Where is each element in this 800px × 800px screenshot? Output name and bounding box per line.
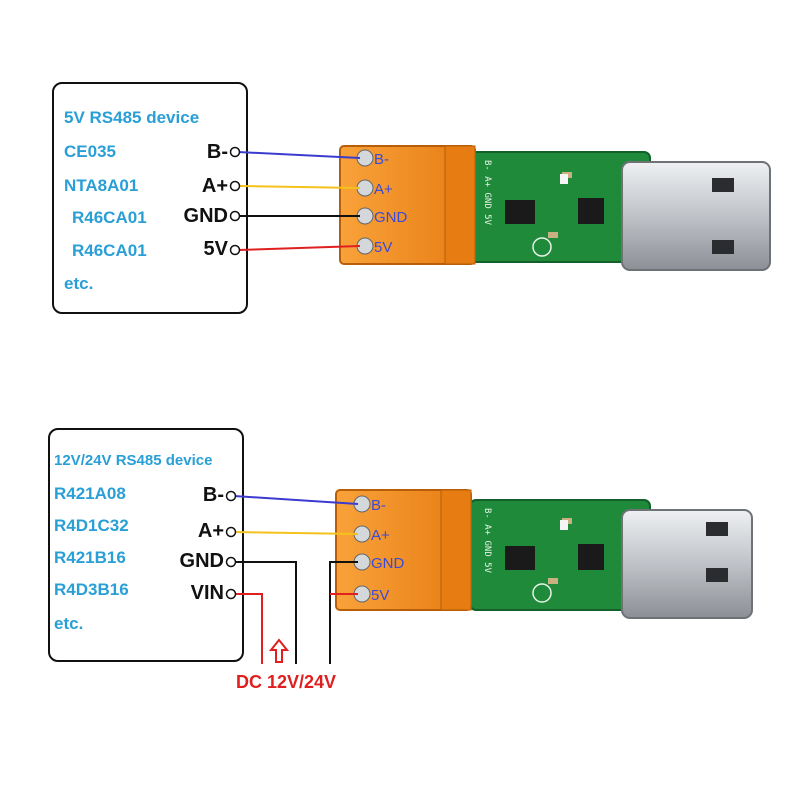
device-model-3: R46CA01	[72, 208, 147, 227]
device-model-2: NTA8A01	[64, 176, 139, 195]
device-box-top: 5V RS485 device CE035 NTA8A01 R46CA01 R4…	[52, 82, 248, 314]
device-model-2: R4D1C32	[54, 516, 129, 535]
pin-label-b-minus: B-	[202, 484, 224, 506]
wires-bottom	[225, 490, 359, 664]
terminal-label-gnd: GND	[374, 209, 408, 226]
device-etc: etc.	[64, 274, 94, 293]
led	[560, 174, 568, 184]
device-model-3: R421B16	[54, 548, 126, 567]
wire-gnd-terminal	[329, 561, 358, 664]
pin-label-a-plus: A+	[201, 175, 228, 197]
power-supply-label: DC 12V/24V	[236, 672, 337, 692]
logo-mark	[532, 237, 552, 257]
device-model-4: R46CA01	[72, 241, 147, 260]
terminal-label-5v: 5V	[371, 587, 389, 604]
device-box-bottom: 12V/24V RS485 device R421A08 R4D1C32 R42…	[48, 428, 244, 662]
pin-label-a-plus: A+	[197, 520, 224, 542]
pin-label-gnd: GND	[179, 550, 224, 572]
pin-terminal	[225, 526, 237, 538]
terminal-label-b-minus: B-	[374, 151, 389, 168]
wire-b-minus	[233, 495, 359, 505]
usb-hole	[712, 240, 734, 254]
device-etc: etc.	[54, 614, 84, 633]
converter-board-top: B- A+ GND 5V B- A+ GND 5V	[339, 145, 771, 271]
board-silkscreen: B- A+ GND 5V	[482, 160, 492, 226]
wire-a-plus	[237, 185, 361, 189]
chip-transceiver	[505, 200, 535, 224]
power-input-arrow-icon	[268, 638, 290, 663]
wire-gnd-supply	[234, 561, 297, 664]
terminal-ridge	[444, 145, 476, 265]
board-silkscreen: B- A+ GND 5V	[482, 508, 492, 574]
usb-hole	[706, 522, 728, 536]
device-model-1: CE035	[64, 142, 116, 161]
chip-usb	[578, 198, 604, 224]
pin-terminal	[229, 146, 241, 158]
chip-usb	[578, 544, 604, 570]
wire-b-minus	[237, 151, 361, 159]
wires-top	[229, 146, 361, 256]
smd-part	[548, 232, 558, 238]
smd-part	[548, 578, 558, 584]
wire-vin-supply	[234, 593, 263, 664]
usb-hole	[706, 568, 728, 582]
pin-label-vin: VIN	[190, 582, 224, 604]
terminal-ridge	[440, 489, 472, 611]
device-title-bottom: 12V/24V RS485 device	[54, 452, 213, 469]
pin-terminal	[229, 180, 241, 192]
terminal-label-gnd: GND	[371, 555, 405, 572]
pin-terminal	[225, 490, 237, 502]
pin-terminal	[225, 556, 237, 568]
terminal-label-a-plus: A+	[374, 181, 393, 198]
pin-terminal	[225, 588, 237, 600]
pin-terminal	[229, 210, 241, 222]
logo-mark	[532, 583, 552, 603]
usb-plug-shell	[621, 161, 771, 271]
pin-label-b-minus: B-	[206, 141, 228, 163]
pin-label-5v: 5V	[203, 238, 228, 260]
led	[560, 520, 568, 530]
device-model-4: R4D3B16	[54, 580, 129, 599]
device-model-1: R421A08	[54, 484, 126, 503]
usb-hole	[712, 178, 734, 192]
terminal-label-b-minus: B-	[371, 497, 386, 514]
terminal-label-a-plus: A+	[371, 527, 390, 544]
wire-a-plus	[233, 531, 359, 535]
usb-plug-shell	[621, 509, 753, 619]
converter-board-bottom: B- A+ GND 5V B- A+ GND 5V	[335, 489, 753, 619]
wire-5v	[237, 245, 361, 251]
chip-transceiver	[505, 546, 535, 570]
pin-terminal	[229, 244, 241, 256]
terminal-label-5v: 5V	[374, 239, 392, 256]
device-title-top: 5V RS485 device	[64, 108, 200, 127]
pin-label-gnd: GND	[183, 205, 228, 227]
